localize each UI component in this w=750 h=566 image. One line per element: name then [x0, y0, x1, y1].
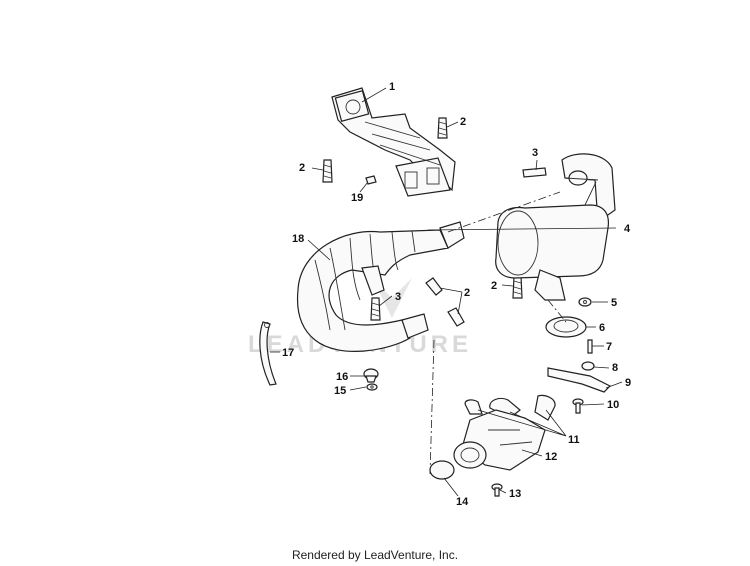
render-credit: Rendered by LeadVenture, Inc.: [291, 548, 459, 562]
callout-6: 6: [599, 322, 605, 334]
part-3-spring-mid: [370, 297, 381, 321]
part-13-bolt: [491, 483, 503, 497]
part-15-washer: [366, 383, 378, 391]
callout-15: 15: [334, 385, 346, 397]
callout-11: 11: [568, 434, 580, 446]
callout-16: 16: [336, 371, 348, 383]
callout-2-left: 2: [299, 162, 305, 174]
callout-17: 17: [282, 347, 294, 359]
part-12-manifold: [453, 409, 546, 471]
part-2-spring-mid-a: [425, 277, 443, 296]
callout-2-mid: 2: [464, 287, 470, 299]
callout-2-right: 2: [491, 280, 497, 292]
part-2-spring-top: [437, 117, 448, 139]
callout-4: 4: [624, 223, 631, 235]
part-14-seal: [429, 460, 455, 480]
callout-3-mid: 3: [395, 291, 401, 303]
callout-19: 19: [351, 192, 363, 204]
callout-5: 5: [611, 297, 617, 309]
callout-8: 8: [612, 362, 618, 374]
callout-12: 12: [545, 451, 557, 463]
part-2-spring-right: [512, 275, 523, 299]
part-8-washer: [581, 361, 595, 371]
callout-2-top: 2: [460, 116, 466, 128]
part-17-strap: [259, 321, 277, 386]
callout-3-top: 3: [532, 147, 538, 159]
part-10-bolt: [572, 398, 584, 414]
callout-13: 13: [509, 488, 521, 500]
part-7-bolt: [587, 339, 593, 354]
part-6-gasket: [545, 316, 587, 338]
part-1-heat-shield: [331, 87, 456, 197]
callout-10: 10: [607, 399, 619, 411]
part-19-clip: [365, 175, 377, 185]
callout-18: 18: [292, 233, 304, 245]
assembly-center-lines: [429, 191, 567, 475]
part-2-spring-left: [322, 159, 333, 183]
callout-9: 9: [625, 377, 631, 389]
part-16-grommet: [363, 368, 379, 383]
part-3-spring-top: [522, 167, 547, 178]
part-2-spring-mid-b: [447, 307, 465, 327]
part-4-muffler: [495, 153, 616, 301]
part-9-bracket: [547, 367, 612, 393]
part-5-nut: [578, 297, 592, 307]
callout-1: 1: [389, 81, 395, 93]
part-18-expansion-chamber: [296, 221, 465, 352]
callout-labels: 1 2 2 2 2 3 3 4 5 6 7 8 9 10 11 12 13 14…: [282, 81, 631, 508]
callout-7: 7: [606, 341, 612, 353]
callout-14: 14: [456, 496, 469, 508]
leader-lines: [270, 87, 623, 497]
